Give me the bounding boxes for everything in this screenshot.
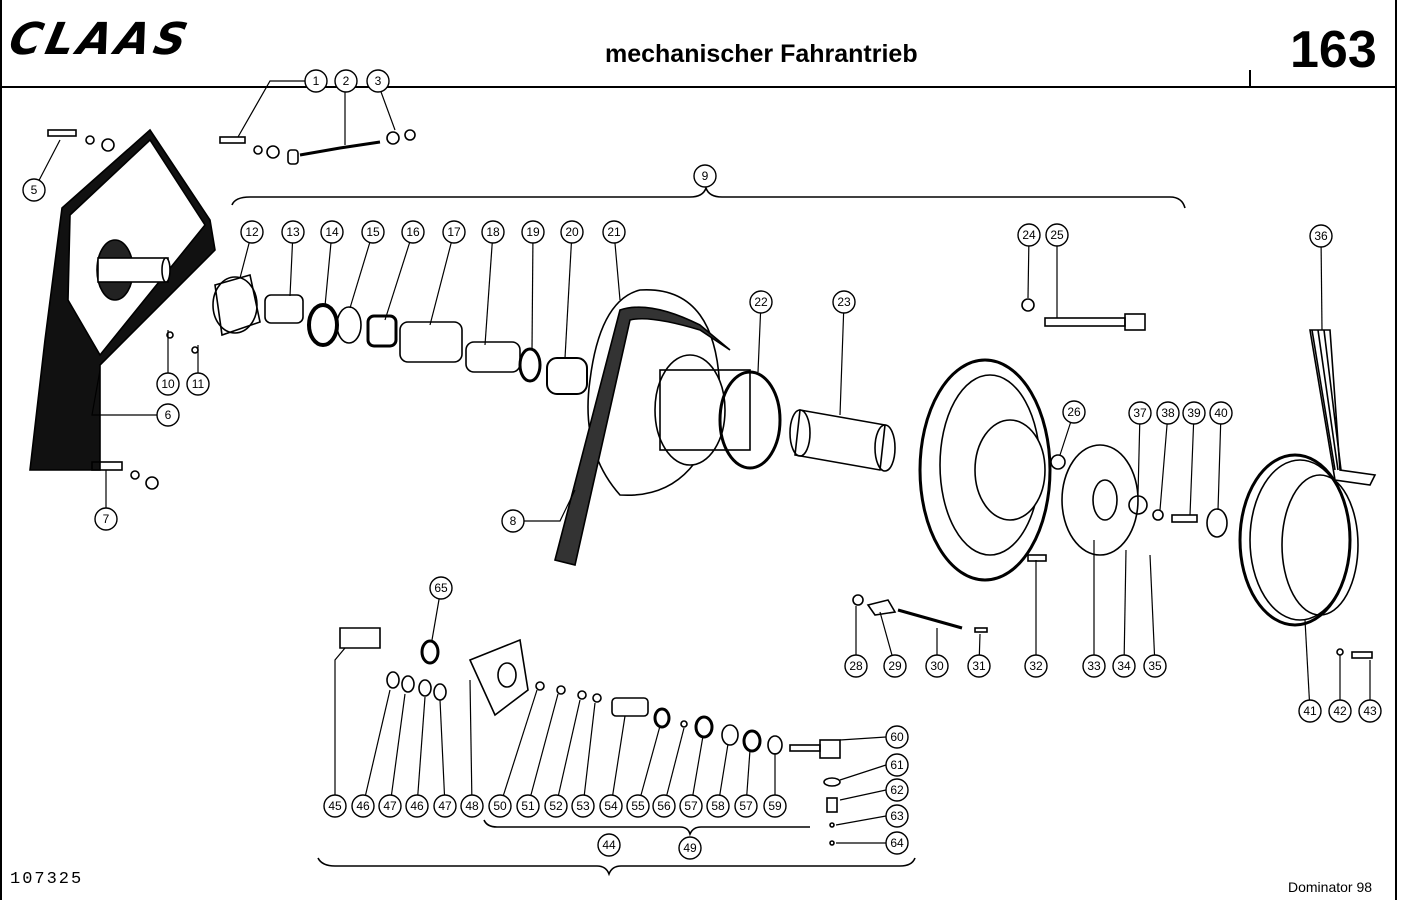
callout-label: 29 — [888, 659, 902, 673]
callout-label: 11 — [192, 377, 205, 391]
callout-label: 2 — [343, 74, 350, 88]
callout-label: 39 — [1187, 406, 1201, 420]
callout-label: 54 — [604, 799, 618, 813]
drawing-number: 107325 — [10, 870, 84, 889]
callout-label: 42 — [1333, 704, 1347, 718]
callout-label: 35 — [1148, 659, 1162, 673]
callout-label: 28 — [849, 659, 863, 673]
callout-label: 31 — [972, 659, 986, 673]
callout-label: 65 — [434, 581, 448, 595]
model-name: Dominator 98 — [1288, 879, 1373, 895]
callout-label: 34 — [1117, 659, 1131, 673]
callout-label: 46 — [356, 799, 370, 813]
callout-label: 20 — [565, 225, 579, 239]
callout-label: 33 — [1087, 659, 1101, 673]
callout-label: 5 — [31, 183, 38, 197]
callout-label: 21 — [607, 225, 621, 239]
callout-label: 64 — [890, 836, 904, 850]
callout-label: 58 — [711, 799, 725, 813]
callout-label: 14 — [325, 225, 339, 239]
callout-label: 7 — [103, 512, 110, 526]
callout-label: 47 — [438, 799, 452, 813]
callout-label: 51 — [521, 799, 535, 813]
callout-label: 26 — [1067, 405, 1081, 419]
callout-label: 57 — [684, 799, 698, 813]
callout-label: 30 — [930, 659, 944, 673]
callout-label: 17 — [447, 225, 461, 239]
callout-label: 53 — [576, 799, 590, 813]
callout-label: 57 — [739, 799, 753, 813]
callout-label: 9 — [702, 169, 709, 183]
callout-label: 37 — [1133, 406, 1147, 420]
callout-label: 56 — [657, 799, 671, 813]
callout-label: 49 — [683, 841, 697, 855]
callout-label: 62 — [890, 783, 904, 797]
callout-label: 22 — [754, 295, 768, 309]
page-number: 163 — [1290, 21, 1377, 79]
callout-label: 60 — [890, 730, 904, 744]
callout-label: 10 — [161, 377, 175, 391]
callout-label: 36 — [1314, 229, 1328, 243]
callout-label: 8 — [510, 514, 517, 528]
callout-label: 45 — [328, 799, 342, 813]
callout-label: 41 — [1303, 704, 1317, 718]
callout-label: 19 — [526, 225, 540, 239]
callout-label: 23 — [837, 295, 851, 309]
callout-label: 40 — [1214, 406, 1228, 420]
callout-label: 63 — [890, 809, 904, 823]
callout-label: 1 — [313, 74, 320, 88]
callout-label: 25 — [1050, 228, 1064, 242]
callout-label: 6 — [165, 408, 172, 422]
callout-label: 24 — [1022, 228, 1036, 242]
callout-label: 3 — [375, 74, 382, 88]
callout-label: 61 — [890, 758, 904, 772]
callout-label: 50 — [493, 799, 507, 813]
callout-label: 13 — [286, 225, 300, 239]
callout-label: 38 — [1161, 406, 1175, 420]
callout-label: 15 — [366, 225, 380, 239]
callout-label: 18 — [486, 225, 500, 239]
callout-label: 16 — [406, 225, 420, 239]
page-title: mechanischer Fahrantrieb — [605, 40, 918, 68]
callout-label: 46 — [410, 799, 424, 813]
callout-label: 55 — [631, 799, 645, 813]
callout-label: 43 — [1363, 704, 1377, 718]
callout-label: 47 — [383, 799, 397, 813]
callout-label: 12 — [245, 225, 259, 239]
callout-label: 44 — [602, 838, 616, 852]
callout-label: 48 — [465, 799, 479, 813]
callout-label: 32 — [1029, 659, 1043, 673]
callout-label: 59 — [768, 799, 782, 813]
callout-label: 52 — [549, 799, 563, 813]
